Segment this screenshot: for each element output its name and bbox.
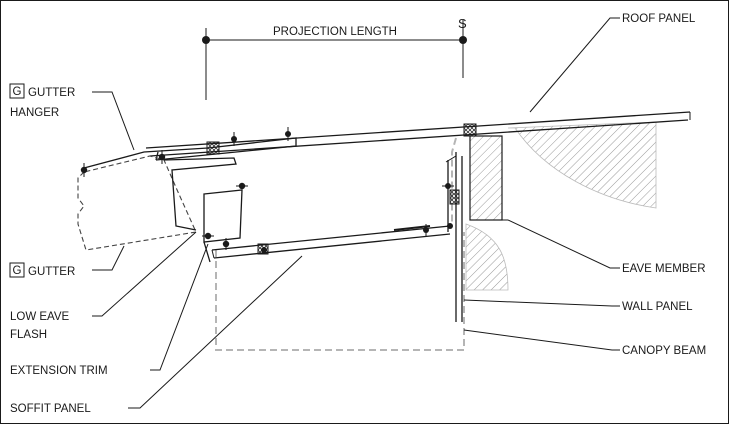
svg-text:G: G <box>13 86 22 98</box>
label-low-eave-2: FLASH <box>10 329 47 341</box>
label-extension-trim: EXTENSION TRIM <box>10 365 108 377</box>
extension-trim-box <box>203 189 243 243</box>
label-gutter-hanger-2: HANGER <box>10 107 59 119</box>
dimension-dot-left <box>202 36 210 44</box>
label-wall-panel: WALL PANEL <box>622 301 693 313</box>
label-roof-panel: ROOF PANEL <box>622 13 696 25</box>
sealant-wall <box>449 189 460 205</box>
leader-extension-trim <box>150 243 209 371</box>
label-eave-member: EAVE MEMBER <box>622 263 706 275</box>
leader-gutter <box>92 245 125 271</box>
tag-gutter-hanger: G <box>9 83 25 99</box>
leader-wall-panel <box>463 299 620 307</box>
label-canopy-beam: CANOPY BEAM <box>622 345 706 357</box>
leader-roof-panel <box>529 17 620 113</box>
dimension-dot-right <box>459 36 467 44</box>
gutter-hanger-strap <box>83 137 297 169</box>
leader-lines <box>92 17 620 409</box>
svg-text:G: G <box>13 265 22 277</box>
soffit-panel <box>211 225 451 259</box>
leader-eave-member <box>507 219 620 269</box>
roof-panel <box>145 111 691 157</box>
wall-panel <box>445 152 463 322</box>
low-eave-flash <box>163 157 237 231</box>
leader-low-eave <box>92 231 197 317</box>
sealant-ridge <box>463 123 477 137</box>
leader-gutter-hanger <box>92 91 135 151</box>
leader-soffit-panel <box>128 255 303 409</box>
projection-length-label: PROJECTION LENGTH <box>273 26 397 38</box>
tag-gutter: G <box>9 262 25 278</box>
fasteners <box>80 127 454 253</box>
eave-member-section <box>465 121 657 291</box>
gutter-outline <box>77 155 197 251</box>
leader-canopy-beam <box>463 329 620 351</box>
canopy-beam-outline <box>215 232 465 351</box>
projection-dimension: PROJECTION LENGTH S <box>202 16 467 100</box>
label-low-eave-1: LOW EAVE <box>10 311 70 323</box>
label-gutter-hanger-1: GUTTER <box>28 87 75 99</box>
label-gutter: GUTTER <box>28 266 75 278</box>
centerline-symbol: S <box>458 16 467 31</box>
label-soffit-panel: SOFFIT PANEL <box>10 403 91 415</box>
